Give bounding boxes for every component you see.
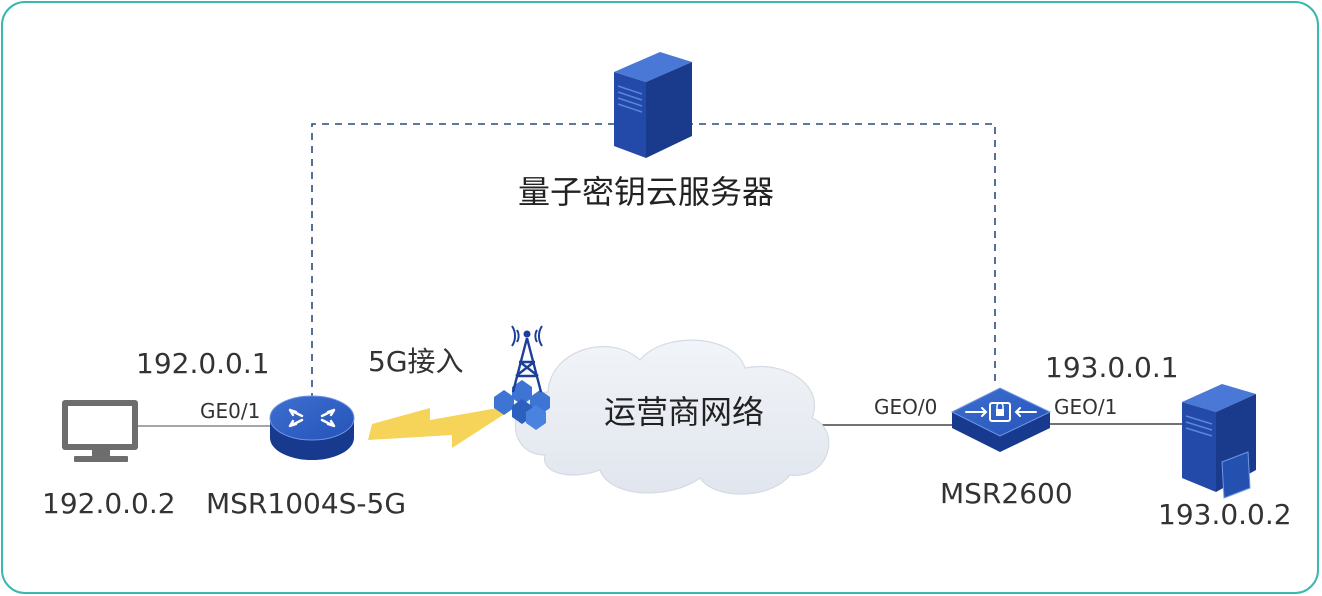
cloud-icon [514,339,830,495]
security-gateway-icon [950,387,1052,452]
desktop-monitor-icon [62,400,138,462]
router1-name: MSR1004S-5G [206,487,407,520]
access-label: 5G接入 [368,345,464,378]
pc-ip: 192.0.0.2 [42,487,176,520]
server-host-icon [1182,384,1256,499]
wireless-link-icon [368,404,520,448]
router2-port-left: GEO/0 [874,395,938,419]
router2-name: MSR2600 [940,477,1073,510]
router1-port: GE0/1 [200,399,261,423]
cloud-label: 运营商网络 [604,393,765,431]
router1-ip: 192.0.0.1 [136,347,270,380]
cell-tower-icon [494,325,550,430]
router2-port-right: GEO/1 [1054,395,1118,419]
router2-ip: 193.0.0.1 [1045,351,1179,384]
router-icon [269,395,355,460]
server-title: 量子密钥云服务器 [518,173,775,211]
server-tower-icon [614,52,692,158]
host-ip: 193.0.0.2 [1158,498,1292,531]
